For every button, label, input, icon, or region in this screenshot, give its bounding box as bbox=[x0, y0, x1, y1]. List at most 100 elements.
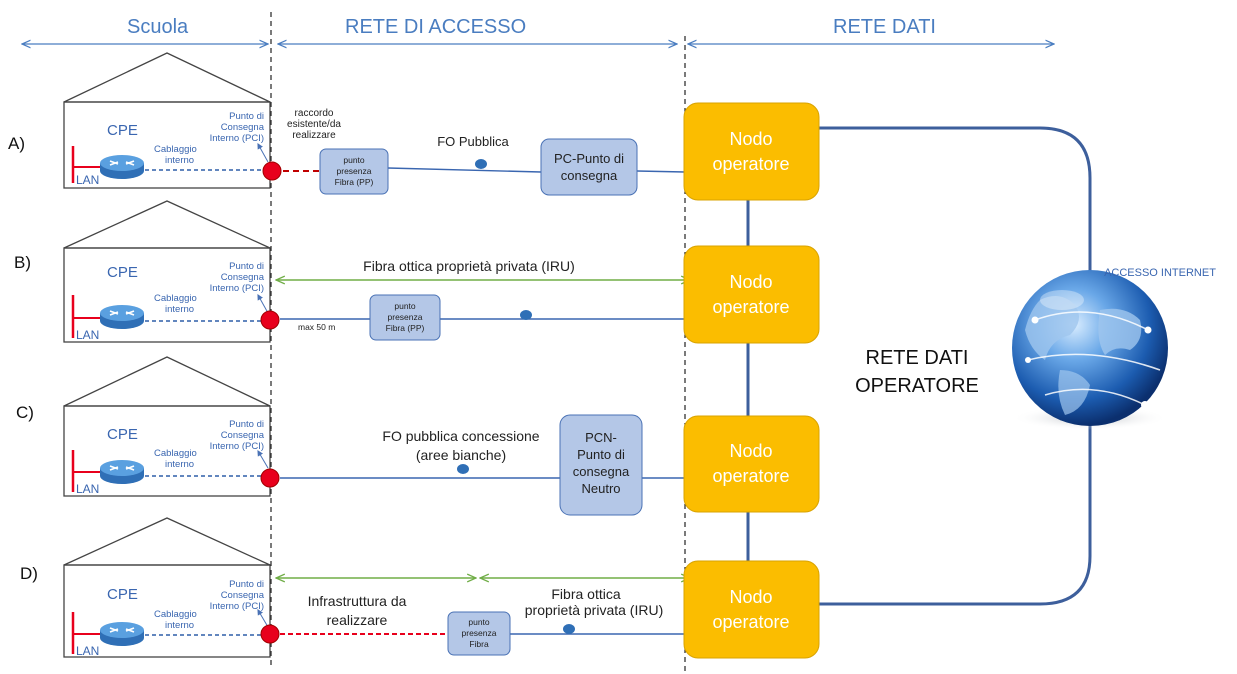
operator-node-c: Nodo operatore bbox=[683, 415, 820, 513]
row-label-c: C) bbox=[16, 403, 34, 422]
cpe-label: CPE bbox=[107, 122, 138, 139]
max-distance-label: max 50 m bbox=[298, 322, 335, 332]
pcn-label: PCN- bbox=[585, 430, 617, 445]
pci-label-3: Interno (PCI) bbox=[210, 601, 264, 612]
fiber-dot-d bbox=[563, 624, 575, 634]
router-icon bbox=[99, 621, 145, 647]
pci-label-2: Consegna bbox=[221, 430, 265, 441]
pci-label: Punto di bbox=[229, 419, 264, 430]
pci-label-2: Consegna bbox=[221, 122, 265, 133]
pci-label-2: Consegna bbox=[221, 590, 265, 601]
cablaggio-label: Cablaggio bbox=[154, 293, 197, 304]
pp-label-2: presenza bbox=[337, 166, 372, 176]
fo-concessione-label-2: (aree bianche) bbox=[416, 447, 506, 463]
pc-label: PC-Punto di bbox=[554, 151, 624, 166]
lan-label: LAN bbox=[76, 328, 99, 342]
cablaggio-label-2: interno bbox=[165, 459, 194, 470]
pp-label-3: Fibra (PP) bbox=[335, 177, 374, 187]
pci-label: Punto di bbox=[229, 111, 264, 122]
raccordo-label-2: esistente/da bbox=[287, 119, 341, 130]
row-label-a: A) bbox=[8, 134, 25, 153]
pp-box-b bbox=[369, 294, 441, 341]
pci-label: Punto di bbox=[229, 261, 264, 272]
infra-label: Infrastruttura da bbox=[308, 593, 407, 609]
row-label-d: D) bbox=[20, 564, 38, 583]
fo-pubblica-label: FO Pubblica bbox=[437, 134, 509, 149]
router-icon bbox=[99, 459, 145, 485]
pci-label-3: Interno (PCI) bbox=[210, 441, 264, 452]
iru-label-d-2: proprietà privata (IRU) bbox=[525, 602, 664, 618]
pci-label-3: Interno (PCI) bbox=[210, 133, 264, 144]
access-row-b: Fibra ottica proprietà privata (IRU) max… bbox=[260, 258, 690, 341]
fiber-dot-b bbox=[520, 310, 532, 320]
pp-label-2: presenza bbox=[462, 628, 497, 638]
infra-label-2: realizzare bbox=[327, 612, 388, 628]
node-label-2: operatore bbox=[712, 466, 789, 486]
pcn-label-4: Neutro bbox=[581, 481, 620, 496]
accesso-internet-label: ACCESSO INTERNET bbox=[1104, 267, 1216, 279]
cpe-label: CPE bbox=[107, 264, 138, 281]
pp-label: punto bbox=[394, 301, 416, 311]
header-section: Scuola RETE DI ACCESSO RETE DATI bbox=[22, 16, 1054, 44]
iru-label-b: Fibra ottica proprietà privata (IRU) bbox=[363, 258, 575, 274]
header-rete-accesso: RETE DI ACCESSO bbox=[345, 16, 526, 38]
pci-point-d bbox=[260, 624, 280, 644]
pp-label-3: Fibra (PP) bbox=[386, 323, 425, 333]
lan-label: LAN bbox=[76, 482, 99, 496]
operator-node-b: Nodo operatore bbox=[683, 245, 820, 344]
iru-label-d: Fibra ottica bbox=[551, 586, 620, 602]
cpe-label: CPE bbox=[107, 586, 138, 603]
school-building-a: CPE LAN Cablaggio interno Punto di Conse… bbox=[63, 52, 271, 189]
access-row-a: raccordo esistente/da realizzare FO Pubb… bbox=[262, 108, 686, 196]
school-building-c: CPE LAN Cablaggio interno Punto di Conse… bbox=[63, 356, 271, 497]
lan-label: LAN bbox=[76, 644, 99, 658]
access-row-c: FO pubblica concessione (aree bianche) P… bbox=[260, 414, 685, 516]
pcn-box bbox=[559, 414, 643, 516]
cablaggio-label: Cablaggio bbox=[154, 609, 197, 620]
pp-box-a bbox=[319, 148, 389, 195]
pc-box bbox=[540, 138, 638, 196]
pci-label-3: Interno (PCI) bbox=[210, 283, 264, 294]
fiber-dot-c bbox=[457, 464, 469, 474]
node-label: Nodo bbox=[729, 441, 772, 461]
header-scuola: Scuola bbox=[127, 16, 189, 38]
header-rete-dati: RETE DATI bbox=[833, 16, 936, 38]
router-icon bbox=[99, 304, 145, 330]
node-label: Nodo bbox=[729, 129, 772, 149]
pci-label: Punto di bbox=[229, 579, 264, 590]
pci-label-2: Consegna bbox=[221, 272, 265, 283]
node-label-2: operatore bbox=[712, 154, 789, 174]
pp-label-3: Fibra bbox=[469, 639, 489, 649]
pci-point-c bbox=[260, 468, 280, 488]
row-label-b: B) bbox=[14, 253, 31, 272]
node-label-2: operatore bbox=[712, 612, 789, 632]
rete-dati-operatore-label-2: OPERATORE bbox=[855, 375, 979, 397]
cablaggio-label-2: interno bbox=[165, 620, 194, 631]
pp-label: punto bbox=[343, 155, 365, 165]
node-label-2: operatore bbox=[712, 297, 789, 317]
globe-icon bbox=[1012, 270, 1168, 430]
school-building-d: CPE LAN Cablaggio interno Punto di Conse… bbox=[63, 517, 271, 658]
cpe-label: CPE bbox=[107, 426, 138, 443]
cablaggio-label: Cablaggio bbox=[154, 448, 197, 459]
node-label: Nodo bbox=[729, 272, 772, 292]
pci-point-a bbox=[262, 161, 282, 181]
raccordo-label: raccordo bbox=[295, 108, 334, 119]
pc-label-2: consegna bbox=[561, 168, 618, 183]
router-icon bbox=[99, 154, 145, 180]
cablaggio-label: Cablaggio bbox=[154, 144, 197, 155]
cablaggio-label-2: interno bbox=[165, 155, 194, 166]
operator-node-a: Nodo operatore bbox=[683, 102, 820, 201]
pcn-label-3: consegna bbox=[573, 464, 630, 479]
raccordo-label-3: realizzare bbox=[292, 130, 336, 141]
pp-label-2: presenza bbox=[388, 312, 423, 322]
fiber-dot-a bbox=[475, 159, 487, 169]
operator-node-d: Nodo operatore bbox=[683, 560, 820, 659]
pp-box-d bbox=[447, 611, 511, 656]
pp-label: punto bbox=[468, 617, 490, 627]
lan-label: LAN bbox=[76, 173, 99, 187]
cablaggio-label-2: interno bbox=[165, 304, 194, 315]
pci-point-b bbox=[260, 310, 280, 330]
node-label: Nodo bbox=[729, 587, 772, 607]
